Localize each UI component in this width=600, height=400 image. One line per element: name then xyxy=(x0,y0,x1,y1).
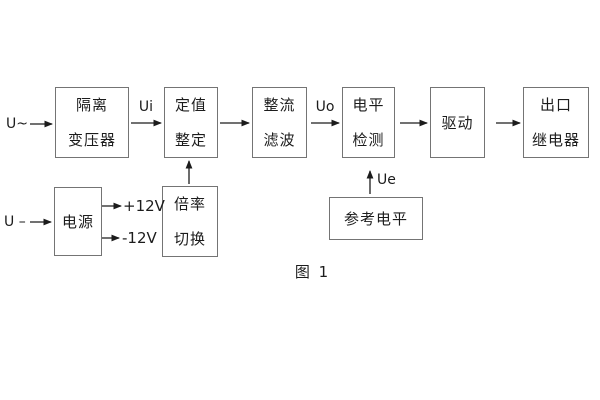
label-ui-signal: Ui xyxy=(138,99,154,115)
block-label: 电源 xyxy=(61,212,94,231)
block-label: 参考电平 xyxy=(343,209,408,228)
label-plus-12v: +12V xyxy=(123,197,165,215)
block-label: 变压器 xyxy=(67,131,116,149)
label-u-ac-input: U~ xyxy=(6,116,28,132)
block-output-relay: 出口 继电器 xyxy=(523,87,589,158)
block-isolation-transformer: 隔离 变压器 xyxy=(55,87,129,158)
block-label: 检测 xyxy=(352,131,385,149)
block-label: 继电器 xyxy=(531,131,580,149)
block-label: 隔离 xyxy=(75,96,108,114)
block-setpoint-adjust: 定值 整定 xyxy=(164,87,218,158)
block-label: 切换 xyxy=(173,230,206,248)
block-level-detect: 电平 检测 xyxy=(342,87,395,158)
block-label: 电平 xyxy=(352,96,385,114)
block-label: 滤波 xyxy=(263,131,296,149)
label-ue-signal: Ue xyxy=(377,172,396,188)
block-label: 出口 xyxy=(539,96,572,114)
block-label: 整流 xyxy=(263,96,296,114)
block-rectifier-filter: 整流 滤波 xyxy=(252,87,307,158)
block-driver: 驱动 xyxy=(430,87,485,158)
block-label: 倍率 xyxy=(173,195,206,213)
block-label: 整定 xyxy=(174,131,207,149)
block-ratio-switch: 倍率 切换 xyxy=(162,186,218,257)
label-uo-signal: Uo xyxy=(315,99,335,115)
label-u-dc-input: U – xyxy=(4,214,26,230)
block-label: 驱动 xyxy=(441,113,474,132)
block-reference-level: 参考电平 xyxy=(329,197,423,240)
block-label: 定值 xyxy=(174,96,207,114)
block-power-supply: 电源 xyxy=(54,187,102,256)
label-minus-12v: -12V xyxy=(122,229,157,247)
figure-caption: 图 1 xyxy=(294,263,331,281)
